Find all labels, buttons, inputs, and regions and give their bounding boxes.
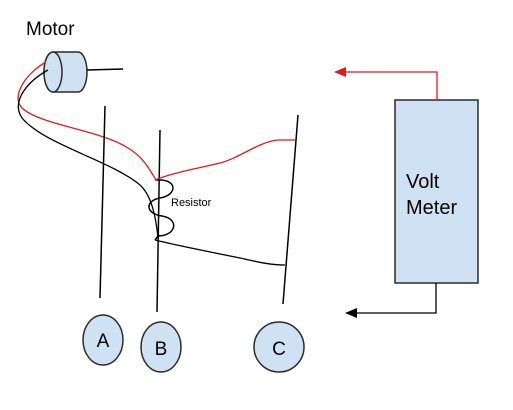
motor-shaft bbox=[86, 68, 124, 71]
voltmeter-red-lead bbox=[344, 71, 438, 100]
motor-label: Motor bbox=[26, 19, 75, 40]
node-c-label: C bbox=[272, 339, 286, 360]
probe-line-b bbox=[156, 129, 161, 313]
motor-red-wire bbox=[17, 61, 157, 181]
node-b-label: B bbox=[155, 339, 168, 360]
voltmeter-black-lead bbox=[356, 283, 437, 314]
voltmeter-label-line1: Volt bbox=[406, 171, 440, 193]
node-c-circle bbox=[253, 321, 305, 373]
resistor-label: Resistor bbox=[171, 197, 212, 209]
resistor-coil bbox=[148, 179, 175, 241]
voltmeter-label-line2: Meter bbox=[406, 197, 457, 219]
probe-line-c bbox=[282, 114, 299, 305]
probe-line-a bbox=[99, 105, 106, 299]
resistor-black-wire bbox=[154, 239, 286, 266]
node-b-circle bbox=[140, 321, 182, 373]
node-a-circle bbox=[82, 314, 124, 366]
red-arrow-head bbox=[334, 67, 346, 77]
voltmeter-box bbox=[394, 99, 479, 284]
black-arrow-head bbox=[345, 308, 357, 318]
node-a-label: A bbox=[97, 331, 110, 352]
resistor-red-wire bbox=[154, 139, 295, 181]
motor-shape bbox=[43, 51, 88, 93]
